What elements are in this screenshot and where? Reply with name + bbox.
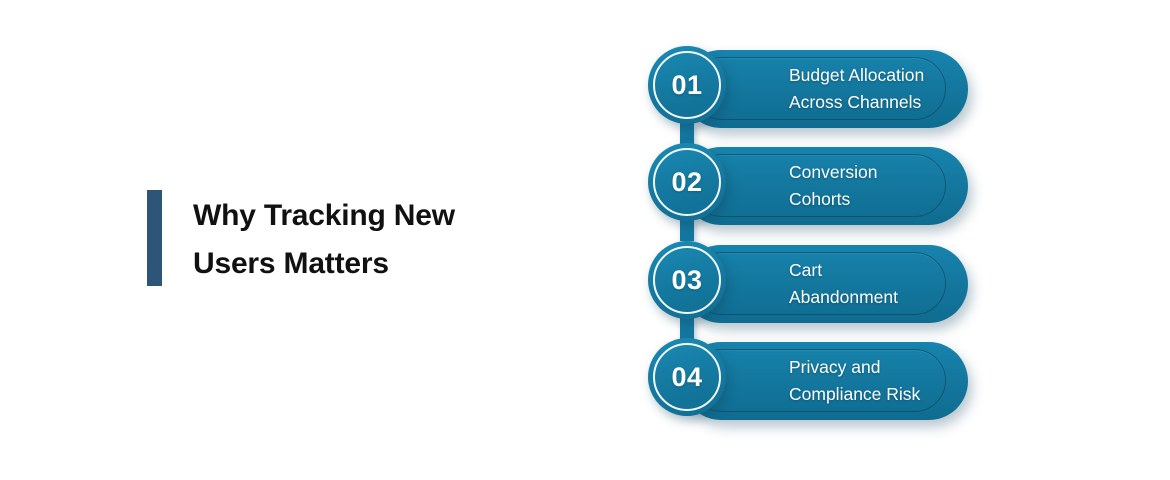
step-pill[interactable]: Conversion Cohorts bbox=[682, 147, 968, 225]
step-number: 02 bbox=[671, 166, 703, 197]
step-connector bbox=[680, 122, 694, 144]
step-item-04[interactable]: Privacy and Compliance Risk 04 bbox=[646, 336, 986, 428]
step-number: 01 bbox=[671, 69, 703, 100]
step-connector bbox=[680, 317, 694, 339]
step-item-02[interactable]: Conversion Cohorts 02 bbox=[646, 141, 986, 241]
page-title: Why Tracking New Users Matters bbox=[193, 199, 455, 280]
step-pill[interactable]: Budget Allocation Across Channels bbox=[682, 50, 968, 128]
step-number: 04 bbox=[671, 361, 703, 392]
heading-block: Why Tracking New Users Matters bbox=[147, 190, 567, 286]
step-connector bbox=[680, 219, 694, 241]
step-label: Budget Allocation Across Channels bbox=[789, 65, 925, 112]
step-label: Privacy and Compliance Risk bbox=[789, 357, 921, 404]
step-list: Budget Allocation Across Channels 01 Con… bbox=[646, 44, 986, 436]
step-label: Cart Abandonment bbox=[789, 260, 898, 307]
step-item-01[interactable]: Budget Allocation Across Channels 01 bbox=[646, 44, 986, 144]
step-number: 03 bbox=[671, 264, 703, 295]
step-item-03[interactable]: Cart Abandonment 03 bbox=[646, 239, 986, 339]
step-number-badge[interactable]: 01 bbox=[648, 46, 726, 124]
step-number-badge[interactable]: 04 bbox=[648, 338, 726, 416]
step-number-badge[interactable]: 02 bbox=[648, 143, 726, 221]
step-number-badge[interactable]: 03 bbox=[648, 241, 726, 319]
step-pill[interactable]: Cart Abandonment bbox=[682, 245, 968, 323]
step-pill[interactable]: Privacy and Compliance Risk bbox=[682, 342, 968, 420]
step-label: Conversion Cohorts bbox=[789, 162, 878, 209]
accent-bar bbox=[147, 190, 162, 286]
